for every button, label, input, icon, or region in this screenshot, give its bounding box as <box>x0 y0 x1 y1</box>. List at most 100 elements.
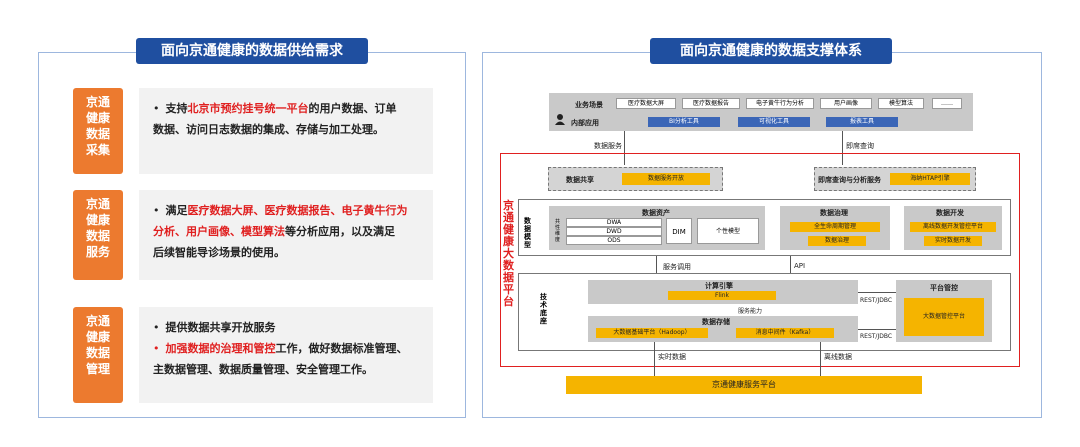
arrow-rest1 <box>858 292 896 293</box>
description-text: 分析、用户画像、模型算法 <box>153 225 285 238</box>
platform-frame <box>500 153 1020 367</box>
right-panel-title: 面向京通健康的数据支撑体系 <box>650 38 892 64</box>
category-char: 数据 <box>85 229 110 243</box>
user-icon <box>554 110 566 125</box>
tool-item-1: BI分析工具 <box>648 117 720 127</box>
bullet-icon: • <box>153 204 160 217</box>
bullet-icon: • <box>153 102 160 115</box>
description-box-2: • 满足医疗数据大屏、医疗数据报告、电子黄牛行为分析、用户画像、模型算法等分析应用… <box>139 190 433 280</box>
description-box-1: • 支持北京市预约挂号统一平台的用户数据、订单数据、访问日志数据的集成、存储与加工… <box>139 88 433 174</box>
layer-ods: ODS <box>566 236 662 245</box>
arrow-data-service <box>624 131 625 165</box>
query-item: 海纳HTAP引擎 <box>890 173 970 185</box>
description-text: 工作，做好数据标准管理、 <box>275 342 408 355</box>
description-line: • 满足医疗数据大屏、医疗数据报告、电子黄牛行为 <box>153 200 421 221</box>
description-text: 支持 <box>165 102 188 115</box>
tech-label: 技术底座 <box>540 293 547 325</box>
compute-item: Flink <box>668 291 776 300</box>
description-text: 数据、访问日志数据的集成、存储与加工处理。 <box>153 123 384 136</box>
ops-title: 平台管控 <box>930 284 958 292</box>
model-label: 数据模型 <box>524 217 531 249</box>
category-char: 健康 <box>85 330 110 344</box>
scene-label: 业务场景 <box>575 101 603 109</box>
scene-item-3: 电子黄牛行为分析 <box>746 98 814 109</box>
description-line: 后续智能导诊场景的使用。 <box>153 242 421 263</box>
internal-label: 内部应用 <box>571 119 599 127</box>
api-label: API <box>794 262 806 270</box>
realtime-label: 实时数据 <box>658 353 686 361</box>
share-label: 数据共享 <box>566 176 594 184</box>
bullet-icon: • <box>153 342 160 355</box>
category-char: 健康 <box>85 111 110 125</box>
scene-item-5: 模型算法 <box>878 98 924 109</box>
assets-title: 数据资产 <box>642 209 670 217</box>
base-platform: 京通健康服务平台 <box>566 376 922 394</box>
instant-query-label: 即席查询 <box>846 142 874 150</box>
scene-item-2: 医疗数据报告 <box>682 98 740 109</box>
description-text: 医疗数据大屏、医疗数据报告、电子黄牛行为 <box>187 204 408 217</box>
dim-box: DIM <box>666 218 692 244</box>
description-line: 主数据管理、数据质量管理、安全管理工作。 <box>153 359 421 380</box>
data-service-label: 数据服务 <box>594 142 622 150</box>
arrow-service-call <box>656 256 657 276</box>
description-text: 的用户数据、订单 <box>308 102 397 115</box>
arrow-rest2 <box>858 329 896 330</box>
category-char: 管理 <box>85 362 110 376</box>
platform-label: 京通健康大数据平台 <box>503 199 514 308</box>
category-char: 健康 <box>85 213 110 227</box>
storage-item-1: 大数据基础平台（Hadoop） <box>596 328 708 338</box>
description-line: • 加强数据的治理和管控工作，做好数据标准管理、 <box>153 338 421 359</box>
description-box-3: • 提供数据共享开放服务 • 加强数据的治理和管控工作，做好数据标准管理、主数据管理、… <box>139 307 433 403</box>
service-capability-label: 服务能力 <box>738 308 763 315</box>
storage-item-2: 消息中间件（Kafka） <box>736 328 834 338</box>
category-char: 数据 <box>85 346 110 360</box>
rest-label-2: REST/JDBC <box>860 333 893 340</box>
category-char: 京通 <box>85 314 110 328</box>
category-char: 京通 <box>85 197 110 211</box>
description-text: 加强数据的治理和管控 <box>165 342 276 355</box>
offline-label: 离线数据 <box>824 353 852 361</box>
arrow-api <box>790 256 791 276</box>
category-box-2: 京通健康数据服务 <box>73 190 123 280</box>
compute-title: 计算引擎 <box>705 282 733 290</box>
service-call-label: 服务调用 <box>663 263 691 271</box>
category-box-3: 京通健康数据管理 <box>73 307 123 403</box>
category-char: 采集 <box>85 143 110 157</box>
scene-item-1: 医疗数据大屏 <box>616 98 676 109</box>
bullet-icon: • <box>153 321 160 334</box>
description-line: • 支持北京市预约挂号统一平台的用户数据、订单 <box>153 98 421 119</box>
arrow-realtime <box>654 342 655 378</box>
share-item: 数据服务开放 <box>622 173 710 185</box>
category-char: 服务 <box>85 245 110 259</box>
description-line: • 提供数据共享开放服务 <box>153 317 421 338</box>
layer-dwa: DWA <box>566 218 662 227</box>
layer-dwd: DWD <box>566 227 662 236</box>
description-text: 后续智能导诊场景的使用。 <box>153 246 285 259</box>
develop-item-1: 离线数据开发管控平台 <box>910 222 996 232</box>
description-line: 数据、访问日志数据的集成、存储与加工处理。 <box>153 119 421 140</box>
description-text: 等分析应用，以及满足 <box>285 225 395 238</box>
description-line: 分析、用户画像、模型算法等分析应用，以及满足 <box>153 221 421 242</box>
scene-item-6: …… <box>932 98 962 109</box>
governance-item-1: 全生命周期管理 <box>790 222 880 232</box>
arrow-instant-query <box>842 131 843 165</box>
query-label: 即席查询与分析服务 <box>818 176 881 184</box>
category-box-1: 京通健康数据采集 <box>73 88 123 174</box>
scene-item-4: 用户画像 <box>820 98 872 109</box>
governance-item-2: 数据治理 <box>808 236 866 246</box>
description-text: 满足 <box>165 204 188 217</box>
assets-side-label: 共性维度 <box>555 219 561 243</box>
description-text: 北京市预约挂号统一平台 <box>187 102 309 115</box>
rest-label-1: REST/JDBC <box>860 297 893 304</box>
develop-title: 数据开发 <box>936 209 964 217</box>
description-text: 提供数据共享开放服务 <box>165 321 276 334</box>
arrow-offline <box>820 342 821 378</box>
develop-item-2: 实时数据开发 <box>924 236 982 246</box>
category-char: 数据 <box>85 127 110 141</box>
ops-item: 大数据管控平台 <box>904 298 984 336</box>
personal-box: 个性模型 <box>697 218 759 244</box>
tool-item-2: 可视化工具 <box>738 117 810 127</box>
tool-item-3: 报表工具 <box>826 117 898 127</box>
left-panel-title: 面向京通健康的数据供给需求 <box>136 38 368 64</box>
description-text: 主数据管理、数据质量管理、安全管理工作。 <box>153 363 373 376</box>
